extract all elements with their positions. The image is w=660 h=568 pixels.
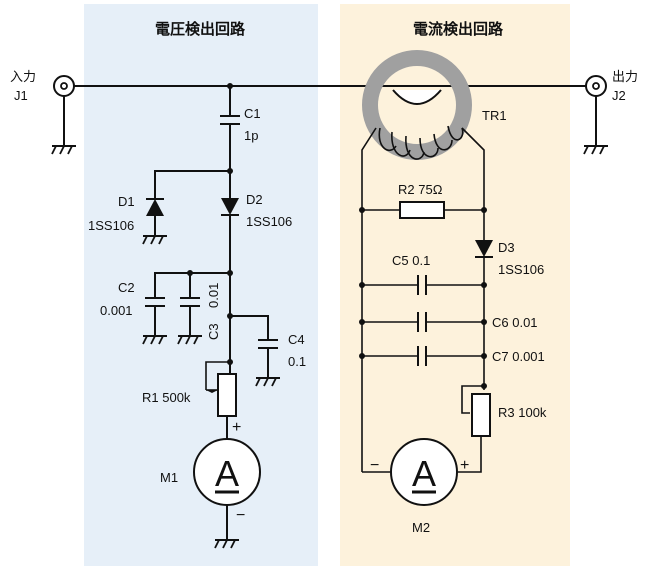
meter-m1: A + − M1 bbox=[160, 419, 261, 549]
resistor-icon bbox=[217, 373, 237, 417]
m1-symbol: A bbox=[215, 453, 239, 494]
potentiometer-r1: R1 500k bbox=[142, 359, 237, 440]
meter-m2: A − + M2 bbox=[361, 438, 469, 535]
diode-icon bbox=[475, 240, 493, 257]
input-connector-j1: 入力 J1 bbox=[10, 69, 77, 155]
r1-label: R1 500k bbox=[142, 390, 191, 405]
c5-label: C5 0.1 bbox=[392, 253, 430, 268]
ground-icon bbox=[583, 145, 609, 155]
m1-ref: M1 bbox=[160, 470, 178, 485]
output-ref: J2 bbox=[612, 88, 626, 103]
d1-ref: D1 bbox=[118, 194, 135, 209]
ground-icon bbox=[51, 145, 77, 155]
c4-ref: C4 bbox=[288, 332, 305, 347]
resistor-icon bbox=[471, 393, 491, 437]
capacitor-c5: C5 0.1 bbox=[359, 253, 487, 295]
diode-icon bbox=[146, 199, 164, 216]
d2-ref: D2 bbox=[246, 192, 263, 207]
capacitor-c4: C4 0.1 bbox=[230, 315, 306, 387]
transformer-tr1: TR1 bbox=[361, 50, 507, 456]
ammeter-icon bbox=[390, 438, 458, 506]
m2-ref: M2 bbox=[412, 520, 430, 535]
d2-value: 1SS106 bbox=[246, 214, 292, 229]
voltage-section-title: 電圧検出回路 bbox=[155, 20, 246, 38]
c3-value: 0.01 bbox=[206, 283, 221, 308]
m2-minus: − bbox=[370, 457, 379, 474]
capacitor-c6: C6 0.01 bbox=[359, 312, 538, 332]
diode-d2: D2 1SS106 bbox=[221, 192, 292, 374]
c3-ref: C3 bbox=[206, 323, 221, 340]
c6-label: C6 0.01 bbox=[492, 315, 538, 330]
diode-d1: D1 1SS106 bbox=[88, 170, 230, 245]
r3-label: R3 100k bbox=[498, 405, 547, 420]
d3-value: 1SS106 bbox=[498, 262, 544, 277]
c1-ref: C1 bbox=[244, 106, 261, 121]
c4-value: 0.1 bbox=[288, 354, 306, 369]
input-ref: J1 bbox=[14, 88, 28, 103]
diode-icon bbox=[221, 198, 239, 215]
r2-label: R2 75Ω bbox=[398, 182, 443, 197]
c2-ref: C2 bbox=[118, 280, 135, 295]
d3-ref: D3 bbox=[498, 240, 515, 255]
m1-plus: + bbox=[232, 419, 241, 436]
output-connector-j2: 出力 J2 bbox=[583, 69, 638, 155]
resistor-r2: R2 75Ω bbox=[359, 182, 487, 219]
tr1-ref: TR1 bbox=[482, 108, 507, 123]
m2-plus: + bbox=[460, 457, 469, 474]
m2-symbol: A bbox=[412, 453, 436, 494]
toroid-transformer-icon bbox=[362, 50, 472, 160]
c1-value: 1p bbox=[244, 128, 258, 143]
capacitor-c2: C2 0.001 bbox=[100, 272, 230, 345]
current-section-title: 電流検出回路 bbox=[413, 20, 504, 38]
capacitor-c3: C3 0.01 bbox=[177, 273, 221, 345]
m1-minus: − bbox=[236, 507, 245, 524]
input-label: 入力 bbox=[10, 69, 36, 84]
potentiometer-r3: R3 100k bbox=[458, 383, 547, 473]
resistor-icon bbox=[399, 201, 445, 219]
capacitor-c7: C7 0.001 bbox=[359, 346, 545, 366]
c2-value: 0.001 bbox=[100, 303, 133, 318]
d1-value: 1SS106 bbox=[88, 218, 134, 233]
capacitor-c1: C1 1p bbox=[220, 86, 261, 198]
c7-label: C7 0.001 bbox=[492, 349, 545, 364]
output-label: 出力 bbox=[612, 69, 638, 84]
